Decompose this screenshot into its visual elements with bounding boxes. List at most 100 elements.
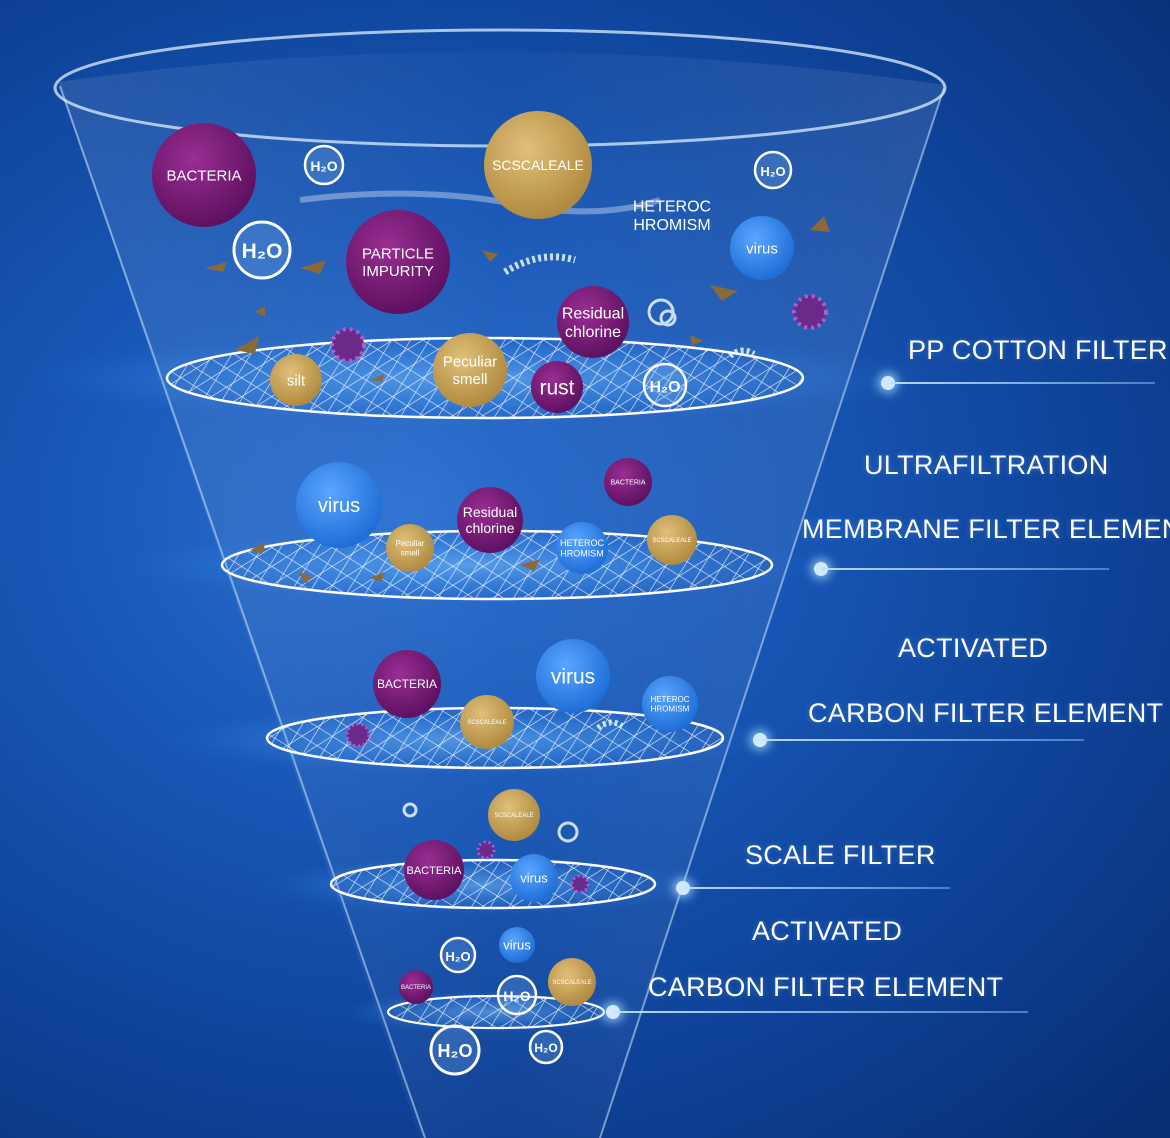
pointer-dot-uf [814,562,828,576]
bacteria-particle-circle [152,123,256,227]
h2o-bubble: H₂O [232,220,292,280]
funnel-right-edge [599,87,945,1138]
bacteria-particle: BACTERIA [152,123,256,227]
pointer-line-uf [822,568,1109,570]
svg-text:H₂O: H₂O [445,949,470,964]
peculiar-smell-particle-circle [386,524,434,572]
rust-particle: rust [531,361,583,413]
h2o-bubble: H₂O [303,144,345,186]
scale-particle: SCSCALEALE [647,515,697,565]
bacteria-particle: BACTERIA [604,458,652,506]
residual-chlorine-particle-label: chlorine [565,324,621,341]
peculiar-smell-particle-circle [433,333,507,407]
virus-spike-icons [330,294,828,894]
particle-impurity-circle [346,210,450,314]
heterochromism-particle-circle [642,676,698,732]
virus-particle-circle [499,927,535,963]
heterochromism-particle-label: HROMISM [651,704,690,713]
bacteria-particle: BACTERIA [404,840,464,900]
virus-particle: virus [730,216,794,280]
h2o-bubble: H₂O [429,1024,481,1076]
residual-chlorine-particle-circle [457,487,523,553]
scale-particle-label: SCSCALEALE [492,157,584,173]
virus-particle-circle [296,462,382,548]
residual-chlorine-particle-circle [557,286,629,358]
rust-particle-circle [531,361,583,413]
label-activated-2: ACTIVATED [752,916,903,946]
bacteria-particle-label: BACTERIA [377,677,437,691]
label-activated-1: ACTIVATED [898,633,1049,663]
svg-text:H₂O: H₂O [503,988,530,1004]
virus-particle-label: virus [318,495,360,517]
rust-particle-label: rust [539,376,574,399]
particle-impurity-label: IMPURITY [362,263,434,280]
virus-particle-label: virus [503,938,531,953]
pointer-line-ac1 [762,739,1084,741]
virus-particle: virus [536,639,610,713]
label-carbon-filter-element-1: CARBON FILTER ELEMENT [808,698,1164,728]
label-ultrafiltration: ULTRAFILTRATION [864,450,1109,480]
residual-chlorine-particle-label: chlorine [465,520,514,536]
heterochromism-particle-label: HETEROC [560,538,605,548]
svg-text:H₂O: H₂O [760,164,785,179]
residual-chlorine-particle-label: Residual [562,305,624,322]
heterochromism-particle: HETEROC HROMISM [633,198,711,233]
scale-particle: SCSCALEALE [460,695,514,749]
heterochromism-particle-label: HETEROC [650,695,689,704]
scale-particle-circle [647,515,697,565]
label-pp-cotton-filter: PP COTTON FILTER [908,335,1168,365]
scale-particle-circle [548,958,596,1006]
peculiar-smell-particle-label: Peculiar [443,354,497,371]
virus-particle: virus [296,462,382,548]
svg-text:H₂O: H₂O [438,1041,473,1061]
silt-particle: silt [270,354,322,406]
bacteria-particle-circle [399,970,433,1004]
virus-particle-label: virus [520,871,548,886]
pointer-dot-pp [881,376,895,390]
silt-particle-circle [270,354,322,406]
svg-text:H₂O: H₂O [242,240,283,263]
scale-particle-circle [488,789,540,841]
peculiar-smell-particle-label: smell [401,548,420,557]
bacteria-particle-circle [604,458,652,506]
debris-flakes [205,216,830,584]
pointer-line-ac2 [614,1011,1028,1013]
residual-chlorine-particle: Residual chlorine [557,286,629,358]
bacteria-particle: BACTERIA [373,650,441,718]
scale-particle-label: SCSCALEALE [652,538,691,544]
funnel-left-edge [59,85,426,1138]
h2o-bubble: H₂O [439,936,477,974]
pointer-dot-ac2 [606,1005,620,1019]
svg-text:H₂O: H₂O [310,158,337,174]
bacteria-particle: BACTERIA [399,970,433,1004]
heterochromism-particle-circle [556,522,608,574]
scale-particle-circle [460,695,514,749]
heterochromism-particle-label: HROMISM [633,217,710,234]
pointer-dot-scale [676,881,690,895]
bacteria-particle-circle [373,650,441,718]
virus-particle-circle [536,639,610,713]
h2o-bubble: H₂O [642,362,688,408]
bacteria-particle-label: BACTERIA [166,167,241,184]
label-carbon-filter-element-2: CARBON FILTER ELEMENT [648,972,1004,1002]
peculiar-smell-particle-label: Peculiar [396,539,425,548]
scale-particle: SCSCALEALE [484,111,592,219]
heterochromism-particle-label: HROMISM [560,548,604,558]
virus-particle-label: virus [551,665,595,688]
heterochromism-particle-label: HETEROC [633,198,711,215]
peculiar-smell-particle-label: smell [452,371,487,388]
label-membrane-filter-element: MEMBRANE FILTER ELEMENT [802,514,1170,544]
contaminant-particles: BACTERIASCSCALEALEHETEROCHROMISMvirusPAR… [152,111,794,1006]
virus-particle: virus [510,854,558,902]
virus-particle-label: virus [746,240,778,257]
mesh-ac2 [386,994,606,1030]
microbe-ring-icons [402,253,756,843]
